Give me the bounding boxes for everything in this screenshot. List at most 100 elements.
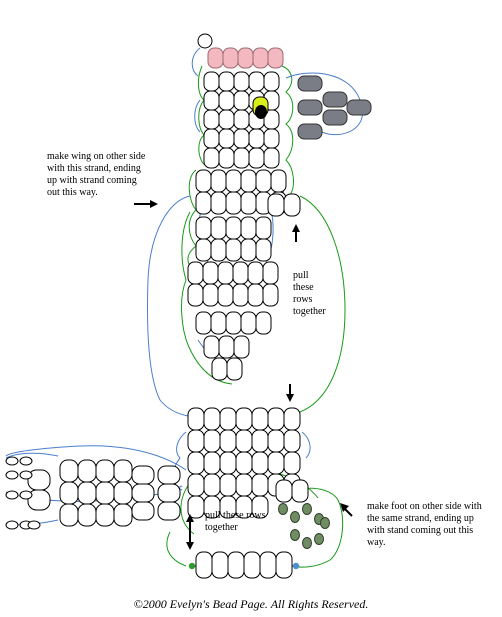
crest-bead (297, 99, 323, 116)
lower-body-bead (251, 407, 269, 431)
lower-body-bead (267, 451, 285, 475)
neck-bead (233, 147, 250, 169)
foot-bead (77, 481, 97, 505)
foot-small-bead (320, 517, 330, 529)
beak-bead (207, 47, 224, 69)
body-bead (225, 191, 242, 215)
toe-bead (19, 470, 33, 480)
head-bead (233, 128, 250, 149)
wing-bead (225, 216, 242, 240)
lower-body-bead (219, 429, 237, 453)
lower-body-bead (251, 429, 269, 453)
wing-bead (210, 216, 227, 240)
lower-body-bead (203, 473, 221, 497)
head-bead (233, 109, 250, 130)
lower-body-bead (275, 479, 293, 503)
crest-bead (297, 123, 323, 140)
wing-bead (255, 311, 272, 335)
lower-body-bead (251, 451, 269, 475)
foot-bead (59, 503, 79, 527)
foot-bead (59, 459, 79, 483)
head-bead (248, 71, 265, 92)
neck-bead (248, 147, 265, 169)
head-bead (263, 128, 280, 149)
foot-bead (113, 503, 133, 527)
lower-body-bead (283, 451, 301, 475)
foot-small-bead (278, 503, 288, 515)
wing-bead (255, 216, 272, 240)
lower-body-bead (235, 451, 253, 475)
toe-bead (5, 520, 19, 530)
wing-bead (195, 311, 212, 335)
wing-bead (195, 216, 212, 240)
wing-bead (255, 238, 272, 262)
foot-note: make foot on other side with the same st… (367, 501, 482, 548)
lower-body-bead (267, 407, 285, 431)
bottom-bead (195, 551, 213, 579)
wing-bead (240, 216, 257, 240)
head-bead (263, 71, 280, 92)
blue-end-bead (292, 562, 300, 570)
wing-bead (232, 283, 249, 307)
lower-body-bead (235, 429, 253, 453)
neck-bead (203, 147, 220, 169)
foot-bead (113, 481, 133, 505)
lower-body-bead (219, 407, 237, 431)
head-bead (218, 128, 235, 149)
green-strand-head (197, 65, 294, 196)
pupil-bead (255, 105, 267, 119)
lower-body-bead (219, 451, 237, 475)
copyright-footer: ©2000 Evelyn's Bead Page. All Rights Res… (133, 597, 369, 611)
lower-body-bead (251, 473, 269, 497)
toe-bead (27, 520, 41, 530)
lower-body-bead (187, 473, 205, 497)
foot-small-bead (302, 537, 312, 549)
wing-bead (262, 283, 279, 307)
foot-strand-arrow-icon (340, 503, 353, 517)
bottom-bead (259, 551, 277, 579)
head-bead (203, 128, 220, 149)
lower-body-bead (203, 451, 221, 475)
beak-bead (267, 47, 284, 69)
beak-bead (252, 47, 269, 69)
toe-bead (5, 490, 19, 500)
foot-bead (113, 459, 133, 483)
lower-body-bead (187, 429, 205, 453)
head-bead (218, 71, 235, 92)
wing-bead (211, 357, 228, 381)
head-bead (218, 90, 235, 111)
foot-bead (95, 481, 115, 505)
neck-bead (263, 147, 280, 169)
wing-bead (232, 261, 249, 285)
top-bead (197, 33, 213, 49)
wing-bead (217, 261, 234, 285)
wing-strand-arrow-icon (134, 200, 158, 208)
wing-bead (210, 238, 227, 262)
head-bead (203, 71, 220, 92)
foot-small-bead (302, 503, 312, 515)
foot-bead (59, 481, 79, 505)
body-bead (195, 169, 212, 193)
foot-bead (77, 459, 97, 483)
wing-bead (210, 311, 227, 335)
wing-bead (202, 283, 219, 307)
foot-bead (95, 459, 115, 483)
wing-bead (240, 311, 257, 335)
wing-tip-bead (283, 193, 301, 217)
wing-bead (225, 238, 242, 262)
crest-bead (346, 99, 372, 116)
wing-bead (187, 283, 204, 307)
toe-bead (19, 456, 33, 466)
foot-bead (157, 501, 181, 521)
lower-body-bead (283, 407, 301, 431)
double-vertical-arrow-icon (186, 514, 194, 550)
foot-bead (157, 465, 181, 485)
lower-body-bead (203, 429, 221, 453)
body-bead (240, 191, 257, 215)
green-strand-body-left (181, 211, 233, 385)
toe-bead (19, 490, 33, 500)
pull-these-rows-note: pull these rows together (205, 510, 266, 533)
foot-small-bead (314, 533, 324, 545)
head-bead (233, 90, 250, 111)
